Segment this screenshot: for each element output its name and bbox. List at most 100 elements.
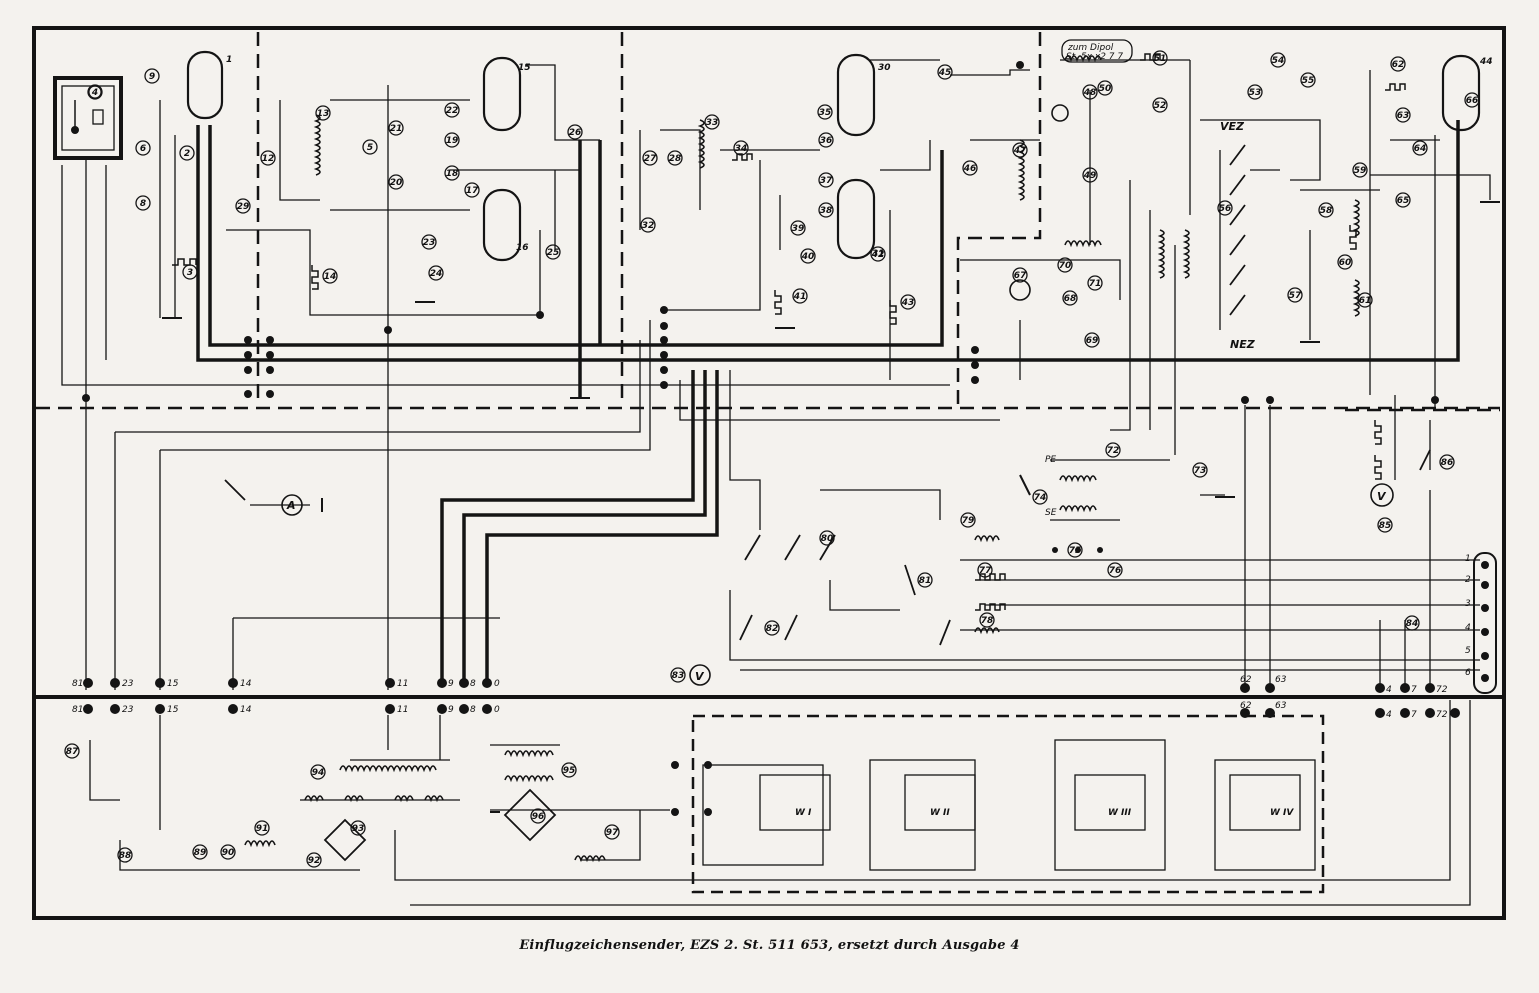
callout-circle — [792, 288, 808, 304]
callout-number: 41 — [793, 292, 807, 302]
callout-circle — [977, 562, 993, 578]
svg-text:5: 5 — [1465, 646, 1471, 656]
callout-number: 91 — [256, 824, 269, 834]
relay-label-wiii: W III — [1108, 808, 1132, 818]
drawing-caption: Einflugzeichensender, EZS 2. St. 511 653… — [519, 938, 1020, 953]
connector-labels-lower: 81 23 15 14 11 9 8 0 62 63 4 7 72 — [72, 701, 1448, 720]
svg-text:63: 63 — [1275, 701, 1287, 711]
callout-number: 60 — [1339, 258, 1352, 268]
callout-circle — [1012, 142, 1028, 158]
svg-text:81: 81 — [72, 679, 83, 689]
callout-number: 3 — [187, 268, 193, 278]
callout-number: 88 — [119, 851, 132, 861]
callout-number: 19 — [446, 136, 459, 146]
svg-text:7: 7 — [1411, 710, 1417, 720]
callout-circle — [1270, 52, 1286, 68]
callout-number: 45 — [938, 68, 952, 78]
callout-circle — [642, 150, 658, 166]
dipol-label-line1: zum Dipol — [1067, 43, 1114, 53]
callout-circle — [1097, 80, 1113, 96]
callout-number: 76 — [1109, 566, 1122, 576]
svg-text:6: 6 — [1465, 668, 1471, 678]
svg-text:4: 4 — [1465, 623, 1471, 633]
ammeter-67 — [281, 494, 303, 516]
callout-circle — [1247, 84, 1263, 100]
callout-circle — [388, 120, 404, 136]
callout-number: 23 — [423, 238, 436, 248]
callout-number: 39 — [792, 224, 805, 234]
voltmeter-63 — [1370, 483, 1394, 507]
callout-number: 57 — [1289, 291, 1302, 301]
tube-44 — [1441, 54, 1481, 132]
callout-circle — [561, 762, 577, 778]
svg-text:9: 9 — [448, 679, 454, 689]
callout-number: 63 — [1397, 111, 1410, 121]
callout-circle — [704, 114, 720, 130]
callout-number: 77 — [979, 566, 992, 576]
callout-number: 47 — [1013, 146, 1027, 156]
callout-circle — [960, 512, 976, 528]
callout-circle — [1012, 267, 1028, 283]
callout-number: 95 — [563, 766, 576, 776]
callout-circle — [530, 808, 546, 824]
callout-number: 34 — [735, 144, 748, 154]
callout-number: 72 — [1107, 446, 1120, 456]
callout-circle — [428, 265, 444, 281]
svg-text:72: 72 — [1436, 685, 1448, 695]
svg-text:0: 0 — [494, 679, 500, 689]
callout-circle — [135, 140, 151, 156]
callout-number: 48 — [1083, 88, 1097, 98]
callout-number: 24 — [430, 269, 443, 279]
crystal-oven-box — [53, 76, 123, 160]
callout-circle — [260, 150, 276, 166]
callout-number: 13 — [317, 109, 330, 119]
svg-text:11: 11 — [397, 705, 408, 715]
callout-number: 29 — [237, 202, 250, 212]
svg-text:7: 7 — [1411, 685, 1417, 695]
meter-label-v2: V — [695, 670, 705, 683]
outer-frame — [32, 26, 1506, 920]
coils — [244, 55, 1360, 863]
callout-circle — [1412, 140, 1428, 156]
callout-number: 18 — [446, 169, 459, 179]
svg-text:9: 9 — [448, 705, 454, 715]
callout-circle — [790, 220, 806, 236]
module-boundaries — [36, 32, 1500, 412]
se-label: SE — [1045, 508, 1057, 518]
callout-circle — [1337, 254, 1353, 270]
connector-row-lower — [83, 704, 1460, 718]
callout-number: 64 — [1414, 144, 1427, 154]
callout-circle — [1404, 615, 1420, 631]
callout-number: 78 — [981, 616, 994, 626]
callout-circle — [900, 294, 916, 310]
svg-text:4: 4 — [1386, 685, 1392, 695]
callout-circle — [64, 743, 80, 759]
svg-text:81: 81 — [72, 705, 83, 715]
callout-circle — [818, 132, 834, 148]
relay-label-wii: W II — [930, 808, 950, 818]
callout-number: 65 — [1397, 196, 1410, 206]
callout-circle — [604, 824, 620, 840]
svg-text:8: 8 — [470, 679, 476, 689]
callout-circle — [1390, 56, 1406, 72]
callout-circle — [1062, 290, 1078, 306]
callout-circle — [192, 844, 208, 860]
callout-circle — [1377, 517, 1393, 533]
callout-number: 79 — [962, 516, 975, 526]
meter-label-v1: V — [1377, 490, 1387, 503]
tube-1 — [186, 50, 224, 120]
svg-text:0: 0 — [494, 705, 500, 715]
callout-circle — [254, 820, 270, 836]
callout-number: 9 — [149, 72, 155, 82]
tube-num-15: 15 — [518, 63, 531, 73]
callout-circle — [545, 244, 561, 260]
callout-circle — [1057, 257, 1073, 273]
callout-number: 75 — [1069, 546, 1082, 556]
callout-circle — [817, 104, 833, 120]
callout-circle — [444, 132, 460, 148]
callout-number: 69 — [1086, 336, 1099, 346]
callout-number: 92 — [308, 856, 321, 866]
svg-text:23: 23 — [122, 679, 134, 689]
ammeter-44 — [1051, 104, 1069, 122]
